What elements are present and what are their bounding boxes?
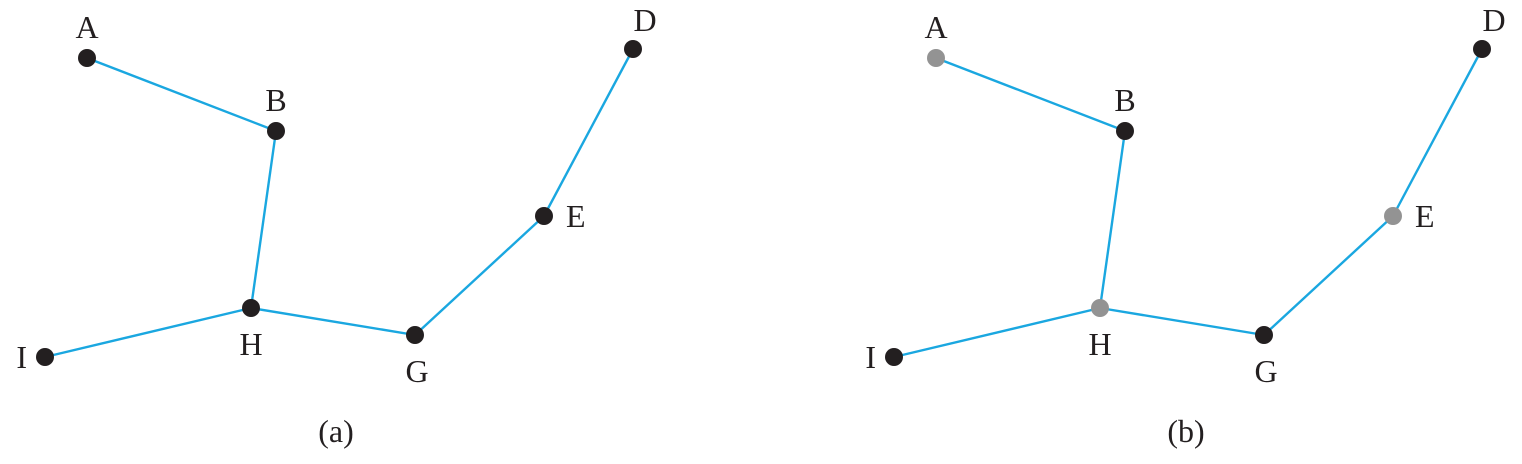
edge-a-b <box>86 56 277 133</box>
edge-b-h <box>1098 130 1127 309</box>
node-a <box>78 49 96 67</box>
node-label-e: E <box>1415 198 1435 234</box>
node-e <box>535 207 553 225</box>
node-b <box>267 122 285 140</box>
node-label-a: A <box>75 9 98 45</box>
node-label-h: H <box>1088 326 1111 362</box>
node-g <box>406 326 424 344</box>
panel-b: A B D E G H I (b) <box>865 2 1505 449</box>
node-d <box>1473 40 1491 58</box>
node-label-d: D <box>633 2 656 38</box>
edge-h-g <box>250 306 416 337</box>
node-b <box>1116 122 1134 140</box>
node-a <box>927 49 945 67</box>
node-label-d: D <box>1482 2 1505 38</box>
node-i <box>36 348 54 366</box>
edge-g-e <box>414 215 545 336</box>
edge-e-d <box>1391 48 1484 217</box>
node-i <box>885 348 903 366</box>
panel-caption: (a) <box>318 413 354 449</box>
node-label-a: A <box>924 9 947 45</box>
panel-a: A B D E G H I (a) <box>16 2 656 449</box>
node-g <box>1255 326 1273 344</box>
node-d <box>624 40 642 58</box>
node-label-g: G <box>1254 353 1277 389</box>
edge-e-d <box>542 48 635 217</box>
node-label-h: H <box>239 326 262 362</box>
node-h <box>1091 299 1109 317</box>
node-e <box>1384 207 1402 225</box>
panel-caption: (b) <box>1167 413 1204 449</box>
edge-b-h <box>249 130 278 309</box>
node-label-i: I <box>865 339 876 375</box>
node-label-b: B <box>265 82 286 118</box>
node-label-i: I <box>16 339 27 375</box>
edge-a-b <box>935 56 1126 133</box>
node-label-g: G <box>405 353 428 389</box>
edge-g-e <box>1263 215 1394 336</box>
edge-i-h <box>893 306 1101 359</box>
node-h <box>242 299 260 317</box>
node-label-e: E <box>566 198 586 234</box>
edge-i-h <box>44 306 252 359</box>
node-label-b: B <box>1114 82 1135 118</box>
edge-h-g <box>1099 306 1265 337</box>
